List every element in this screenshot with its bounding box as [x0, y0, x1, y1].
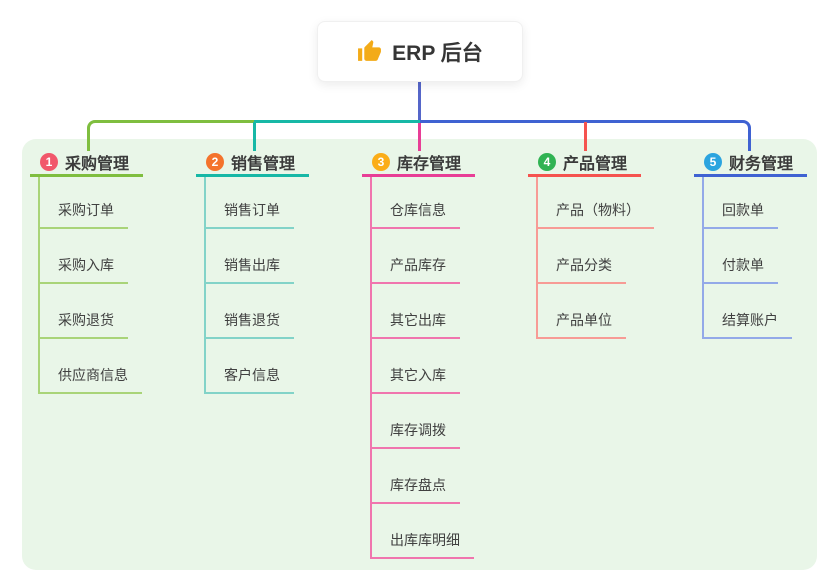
child-node[interactable]: 产品分类: [538, 229, 626, 284]
child-node[interactable]: 采购订单: [40, 177, 128, 229]
child-label: 库存调拨: [390, 422, 446, 438]
branches-panel: [22, 139, 817, 570]
branch-label: 财务管理: [729, 155, 794, 173]
branch-inventory: 3 库存管理 仓库信息 产品库存 其它出库 其它入库 库存调拨 库存盘点 出库库…: [362, 152, 476, 559]
branch-label: 产品管理: [563, 155, 628, 173]
connector-bus-blue: [420, 120, 740, 123]
branch-number-badge: 1: [40, 152, 58, 171]
branch-children: 产品（物料） 产品分类 产品单位: [536, 177, 654, 339]
root-label: ERP 后台: [392, 41, 483, 65]
child-label: 销售退货: [224, 312, 280, 328]
child-label: 产品单位: [556, 312, 612, 328]
branch-sales: 2 销售管理 销售订单 销售出库 销售退货 客户信息: [196, 152, 310, 394]
connector-bus-teal: [254, 120, 420, 123]
child-node[interactable]: 产品（物料）: [538, 177, 654, 229]
branch-children: 销售订单 销售出库 销售退货 客户信息: [204, 177, 294, 394]
branch-header-product[interactable]: 4 产品管理: [528, 152, 642, 177]
child-node[interactable]: 仓库信息: [372, 177, 460, 229]
child-label: 产品库存: [390, 257, 446, 273]
branch-number-badge: 2: [206, 152, 224, 171]
child-node[interactable]: 回款单: [704, 177, 778, 229]
branch-children: 回款单 付款单 结算账户: [702, 177, 792, 339]
child-node[interactable]: 采购入库: [40, 229, 128, 284]
connector-corner-finance: [737, 120, 751, 151]
child-node[interactable]: 库存调拨: [372, 394, 460, 449]
child-label: 供应商信息: [58, 367, 128, 383]
connector-bus-green: [99, 120, 254, 123]
child-label: 仓库信息: [390, 202, 446, 218]
child-label: 出库库明细: [390, 532, 460, 548]
connector-root-drop: [418, 82, 421, 122]
child-label: 回款单: [722, 202, 764, 218]
child-node[interactable]: 其它入库: [372, 339, 460, 394]
connector-drop-inventory: [418, 123, 421, 151]
child-node[interactable]: 销售订单: [206, 177, 294, 229]
child-node[interactable]: 产品单位: [538, 284, 626, 339]
child-label: 销售出库: [224, 257, 280, 273]
child-node[interactable]: 客户信息: [206, 339, 294, 394]
connector-drop-product: [584, 122, 587, 151]
child-label: 客户信息: [224, 367, 280, 383]
child-label: 产品（物料）: [556, 202, 640, 218]
root-node[interactable]: ERP 后台: [317, 21, 523, 82]
branch-label: 销售管理: [231, 155, 296, 173]
child-node[interactable]: 其它出库: [372, 284, 460, 339]
child-node[interactable]: 采购退货: [40, 284, 128, 339]
child-node[interactable]: 结算账户: [704, 284, 792, 339]
branch-label: 库存管理: [397, 155, 462, 173]
branch-children: 采购订单 采购入库 采购退货 供应商信息: [38, 177, 142, 394]
branch-header-sales[interactable]: 2 销售管理: [196, 152, 310, 177]
branch-purchase: 1 采购管理 采购订单 采购入库 采购退货 供应商信息: [30, 152, 144, 394]
child-label: 采购退货: [58, 312, 114, 328]
child-node[interactable]: 库存盘点: [372, 449, 460, 504]
child-label: 库存盘点: [390, 477, 446, 493]
child-label: 付款单: [722, 257, 764, 273]
branch-header-purchase[interactable]: 1 采购管理: [30, 152, 144, 177]
thumbs-up-icon: [358, 40, 382, 61]
child-node[interactable]: 销售退货: [206, 284, 294, 339]
branch-product: 4 产品管理 产品（物料） 产品分类 产品单位: [528, 152, 654, 339]
branch-number-badge: 4: [538, 152, 556, 171]
connector-drop-sales: [253, 122, 256, 151]
child-node[interactable]: 产品库存: [372, 229, 460, 284]
child-label: 采购订单: [58, 202, 114, 218]
connector-corner-purchase: [87, 120, 101, 151]
child-label: 其它出库: [390, 312, 446, 328]
branch-header-finance[interactable]: 5 财务管理: [694, 152, 808, 177]
child-label: 其它入库: [390, 367, 446, 383]
branch-header-inventory[interactable]: 3 库存管理: [362, 152, 476, 177]
child-node[interactable]: 付款单: [704, 229, 778, 284]
branch-finance: 5 财务管理 回款单 付款单 结算账户: [694, 152, 808, 339]
child-label: 产品分类: [556, 257, 612, 273]
child-label: 结算账户: [722, 312, 778, 328]
child-node[interactable]: 销售出库: [206, 229, 294, 284]
child-node[interactable]: 供应商信息: [40, 339, 142, 394]
child-label: 销售订单: [224, 202, 280, 218]
branch-number-badge: 3: [372, 152, 390, 171]
branch-children: 仓库信息 产品库存 其它出库 其它入库 库存调拨 库存盘点 出库库明细: [370, 177, 474, 559]
child-label: 采购入库: [58, 257, 114, 273]
branch-label: 采购管理: [65, 155, 130, 173]
child-node[interactable]: 出库库明细: [372, 504, 474, 559]
branch-number-badge: 5: [704, 152, 722, 171]
